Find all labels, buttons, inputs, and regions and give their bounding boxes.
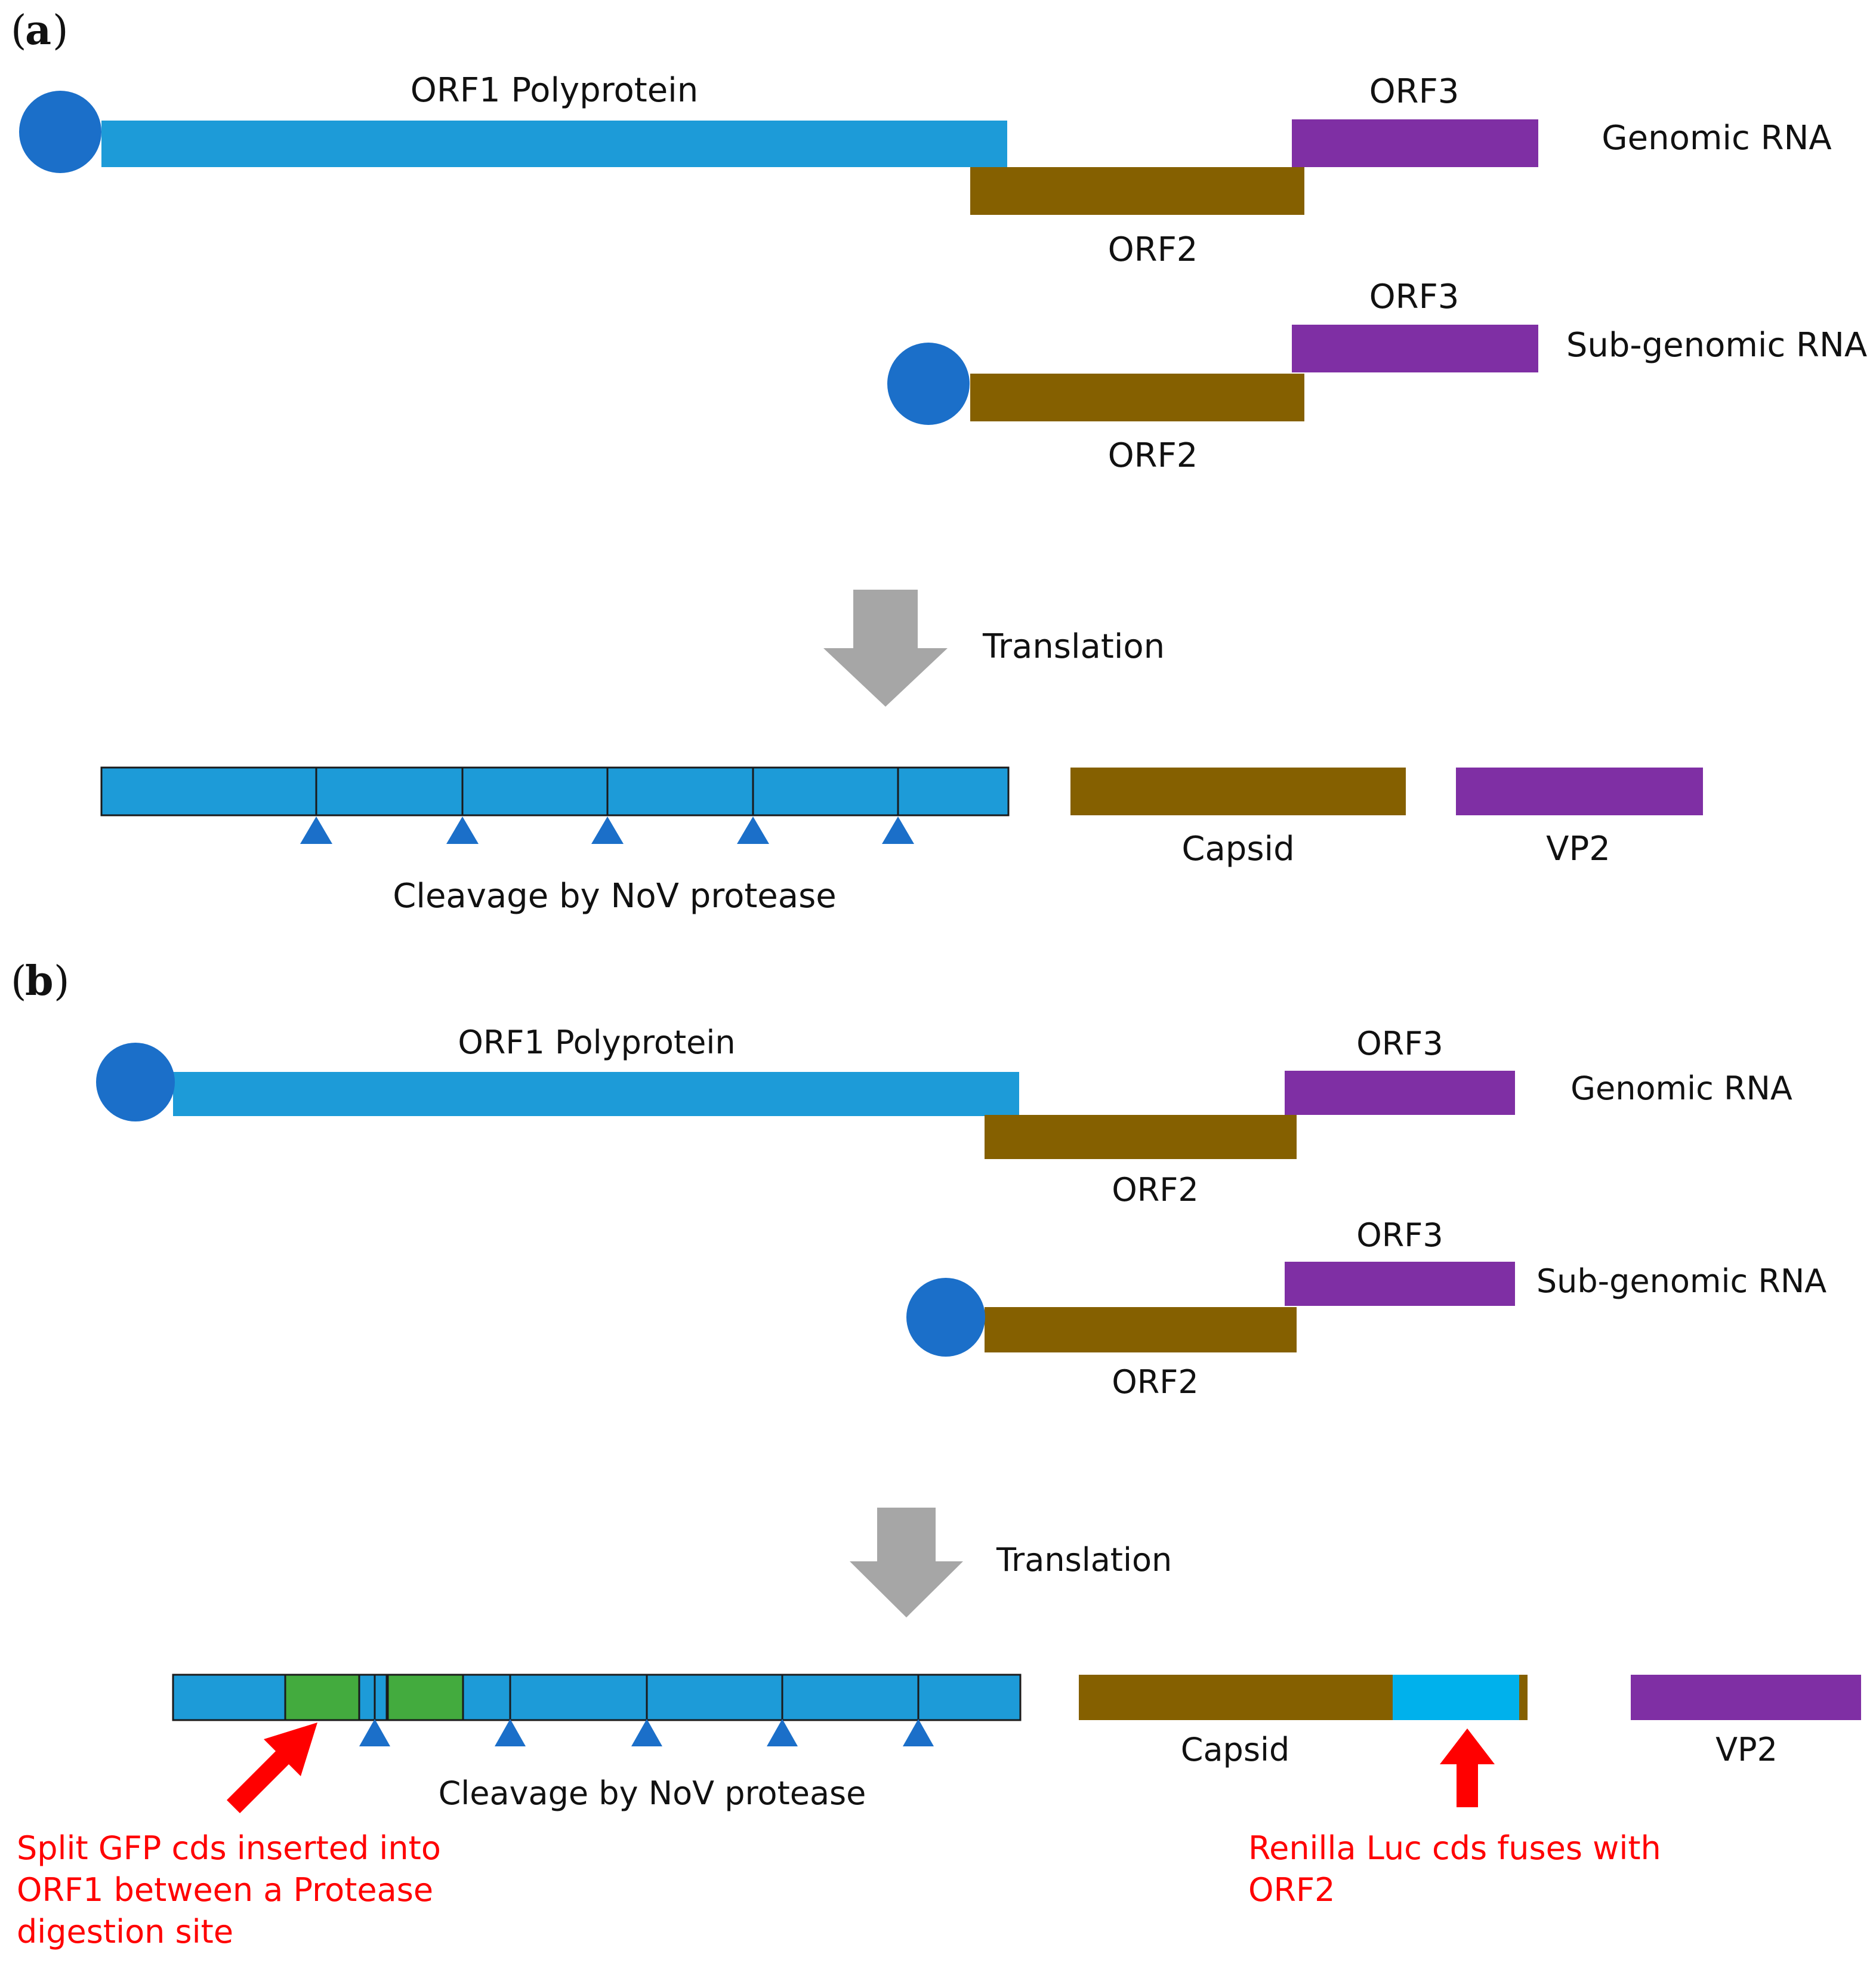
renilla-luc-fusion — [1393, 1675, 1519, 1720]
panel-b-tag: b — [25, 957, 54, 1005]
genomic-rna-b: ORF1 Polyprotein ORF2 ORF3 Genomic RNA — [96, 1024, 1792, 1209]
translation-arrow-a: Translation — [823, 590, 1165, 707]
down-arrow-icon — [850, 1508, 963, 1617]
orf3-label: ORF3 — [1356, 1216, 1443, 1254]
gfp-note-line-2: ORF1 between a Protease — [17, 1871, 433, 1909]
orf2-bar — [985, 1115, 1297, 1159]
vp2-bar — [1456, 768, 1703, 815]
vp2-label: VP2 — [1546, 830, 1610, 868]
genomic-rna-label: Genomic RNA — [1570, 1070, 1792, 1107]
cap-circle-icon — [887, 343, 970, 425]
cap-circle-icon — [19, 91, 101, 173]
panel-a-tag-close: ) — [53, 7, 69, 54]
vp2-bar — [1631, 1675, 1861, 1720]
translation-label: Translation — [982, 627, 1165, 666]
cleavage-triangle-icon — [446, 816, 479, 844]
orf1-bar — [173, 1072, 1019, 1116]
cleavage-triangle-icon — [903, 1719, 934, 1746]
cleavage-triangle-icon — [882, 816, 914, 844]
orf2-bar — [985, 1307, 1297, 1352]
orf3-bar — [1292, 119, 1538, 167]
orf1-label: ORF1 Polyprotein — [411, 71, 698, 110]
gfp-note-line-1: Split GFP cds inserted into — [17, 1829, 441, 1867]
orf3-bar — [1285, 1071, 1515, 1115]
capsid-label: Capsid — [1181, 830, 1294, 868]
cleavage-label: Cleavage by NoV protease — [393, 877, 836, 916]
cleavage-triangle-icon — [591, 816, 624, 844]
subgenomic-rna-label: Sub-genomic RNA — [1536, 1262, 1826, 1300]
genomic-rna-a: ORF1 Polyprotein ORF2 ORF3 Genomic RNA — [19, 71, 1832, 269]
subgenomic-rna-label: Sub-genomic RNA — [1566, 326, 1867, 365]
subgenomic-rna-b: ORF2 ORF3 Sub-genomic RNA — [906, 1216, 1826, 1401]
luc-note-line-1: Renilla Luc cds fuses with — [1248, 1829, 1661, 1867]
orf2-label: ORF2 — [1108, 436, 1198, 475]
cleavage-sites — [359, 1675, 934, 1746]
orf2-bar — [970, 167, 1304, 215]
cap-circle-icon — [906, 1278, 985, 1357]
orf2-label: ORF2 — [1108, 230, 1198, 269]
orf2-label: ORF2 — [1112, 1171, 1198, 1209]
cleavage-label: Cleavage by NoV protease — [439, 1774, 866, 1812]
panel-a-tag-open: ( — [11, 7, 27, 54]
panel-b-tag-close: ) — [54, 958, 70, 1005]
products-a: Cleavage by NoV protease Capsid VP2 — [100, 766, 1703, 916]
red-arrow-icon — [227, 1722, 317, 1813]
subgenomic-rna-a: ORF2 ORF3 Sub-genomic RNA — [887, 278, 1867, 475]
cap-circle-icon — [96, 1043, 175, 1121]
orf3-bar — [1285, 1262, 1515, 1306]
orf3-bar — [1292, 325, 1538, 372]
products-b: Cleavage by NoV protease Capsid VP2 — [172, 1674, 1861, 1812]
orf1-polyprotein-product — [100, 766, 1010, 816]
panel-b-tag-open: ( — [11, 958, 27, 1005]
orf1-label: ORF1 Polyprotein — [458, 1024, 735, 1061]
capsid-bar — [1070, 768, 1406, 815]
panel-a-tag: a — [25, 7, 51, 54]
split-gfp-fragment-1 — [284, 1674, 360, 1721]
cleavage-sites — [300, 768, 914, 844]
luc-note-line-2: ORF2 — [1248, 1871, 1335, 1909]
orf3-label: ORF3 — [1356, 1025, 1443, 1062]
gfp-note-line-3: digestion site — [17, 1913, 233, 1950]
orf1-bar — [101, 121, 1007, 167]
orf2-bar — [970, 374, 1304, 421]
vp2-label: VP2 — [1715, 1731, 1778, 1768]
translation-arrow-b: Translation — [850, 1508, 1172, 1617]
translation-label: Translation — [996, 1541, 1172, 1579]
panel-b: ( b ) ORF1 Polyprotein ORF2 ORF3 Genomic… — [11, 957, 1861, 1950]
orf3-label: ORF3 — [1369, 72, 1460, 111]
down-arrow-icon — [823, 590, 948, 707]
cleavage-triangle-icon — [495, 1719, 526, 1746]
capsid-bar — [1079, 1675, 1393, 1720]
gfp-insertion-note: Split GFP cds inserted into ORF1 between… — [17, 1829, 451, 1950]
cleavage-triangle-icon — [767, 1719, 798, 1746]
red-arrow-icon — [1440, 1728, 1495, 1807]
cleavage-triangle-icon — [359, 1719, 390, 1746]
genomic-rna-label: Genomic RNA — [1602, 119, 1831, 158]
luc-fusion-note: Renilla Luc cds fuses with ORF2 — [1248, 1829, 1671, 1909]
orf2-label: ORF2 — [1112, 1363, 1198, 1401]
panel-a: ( a ) ORF1 Polyprotein ORF2 ORF3 Genomic… — [11, 7, 1867, 916]
capsid-label: Capsid — [1181, 1731, 1290, 1768]
cleavage-triangle-icon — [300, 816, 332, 844]
split-gfp-fragment-2 — [387, 1674, 464, 1721]
capsid-tail — [1519, 1675, 1528, 1720]
cleavage-triangle-icon — [631, 1719, 662, 1746]
cleavage-triangle-icon — [737, 816, 769, 844]
orf3-label: ORF3 — [1369, 278, 1460, 316]
